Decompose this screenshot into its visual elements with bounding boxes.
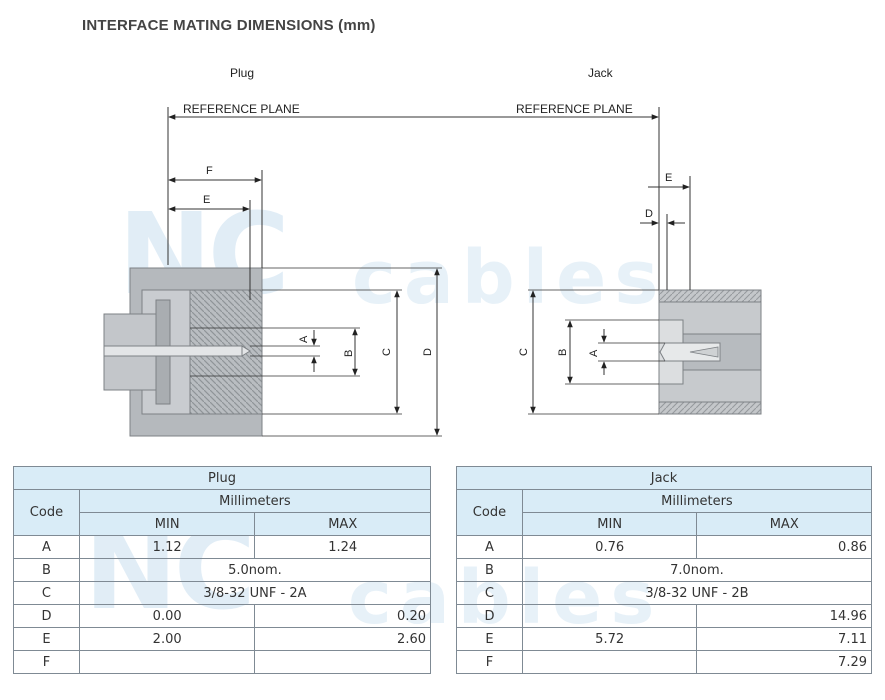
row-max: 1.24 [254,535,431,559]
plug-dim-d-label: D [422,348,434,356]
row-code: B [13,558,80,582]
row-max: 14.96 [696,604,872,628]
table-row: B 5.0nom. [13,558,432,582]
plug-label: Plug [230,66,254,80]
row-nominal: 7.0nom. [521,558,873,582]
plug-dim-a-label: A [298,335,310,343]
row-code: E [13,627,80,651]
jack-code-header: Code [456,489,523,536]
row-nominal: 5.0nom. [78,558,432,582]
table-row: F 7.29 [456,650,872,674]
table-row: A 1.12 1.24 [13,535,431,559]
row-max [254,650,431,674]
table-row: C 3/8-32 UNF - 2B [456,581,873,605]
row-nominal: 3/8-32 UNF - 2B [521,581,873,605]
row-min [521,650,698,674]
jack-connector [658,289,762,415]
page-title: INTERFACE MATING DIMENSIONS (mm) [82,17,376,34]
jack-dim-d-label: D [645,208,653,220]
table-row: A 0.76 0.86 [456,535,872,559]
row-code: C [13,581,80,605]
plug-min-header: MIN [78,512,256,536]
jack-label: Jack [588,66,614,80]
plug-connector [103,267,263,437]
row-max: 7.11 [696,627,872,651]
row-max: 0.20 [254,604,431,628]
jack-unit-header: Millimeters [521,489,873,513]
table-row: E 2.00 2.60 [13,627,431,651]
plug-dim-e-label: E [203,194,210,206]
row-code: D [456,604,523,628]
row-code: E [456,627,523,651]
jack-max-header: MAX [696,512,872,536]
table-row: D 0.00 0.20 [13,604,431,628]
jack-dim-a-label: A [588,349,600,357]
row-min [78,650,256,674]
table-row: D 14.96 [456,604,872,628]
plug-dim-f-label: F [206,165,213,177]
table-row: E 5.72 7.11 [456,627,872,651]
row-code: C [456,581,523,605]
jack-dim-b-label: B [557,349,569,356]
jack-dim-c-label: C [518,348,530,356]
row-code: A [456,535,523,559]
plug-table-title: Plug [13,466,431,490]
row-code: A [13,535,80,559]
row-min [521,604,698,628]
row-min: 5.72 [521,627,698,651]
row-min: 0.76 [521,535,698,559]
row-code: F [456,650,523,674]
row-min: 1.12 [78,535,256,559]
interface-drawing: Plug Jack REFERENCE PLANE REFERENCE PLAN… [103,66,762,437]
reference-plane-label-right: REFERENCE PLANE [516,102,633,116]
jack-table-title: Jack [456,466,872,490]
reference-plane-label-left: REFERENCE PLANE [183,102,300,116]
row-code: D [13,604,80,628]
plug-unit-header: Millimeters [78,489,432,513]
plug-max-header: MAX [254,512,431,536]
row-max: 0.86 [696,535,872,559]
row-max: 7.29 [696,650,872,674]
row-code: B [456,558,523,582]
jack-dim-e-label: E [665,172,672,184]
plug-dim-b-label: B [343,350,355,357]
plug-code-header: Code [13,489,80,536]
plug-dimension-table: Plug Code Millimeters MIN MAX A 1.12 1.2… [13,466,432,674]
table-row: F [13,650,431,674]
table-row: B 7.0nom. [456,558,873,582]
table-row: C 3/8-32 UNF - 2A [13,581,432,605]
row-max: 2.60 [254,627,431,651]
row-min: 0.00 [78,604,256,628]
row-min: 2.00 [78,627,256,651]
jack-min-header: MIN [521,512,698,536]
jack-dimension-table: Jack Code Millimeters MIN MAX A 0.76 0.8… [456,466,873,674]
row-nominal: 3/8-32 UNF - 2A [78,581,432,605]
row-code: F [13,650,80,674]
plug-dim-c-label: C [381,348,393,356]
